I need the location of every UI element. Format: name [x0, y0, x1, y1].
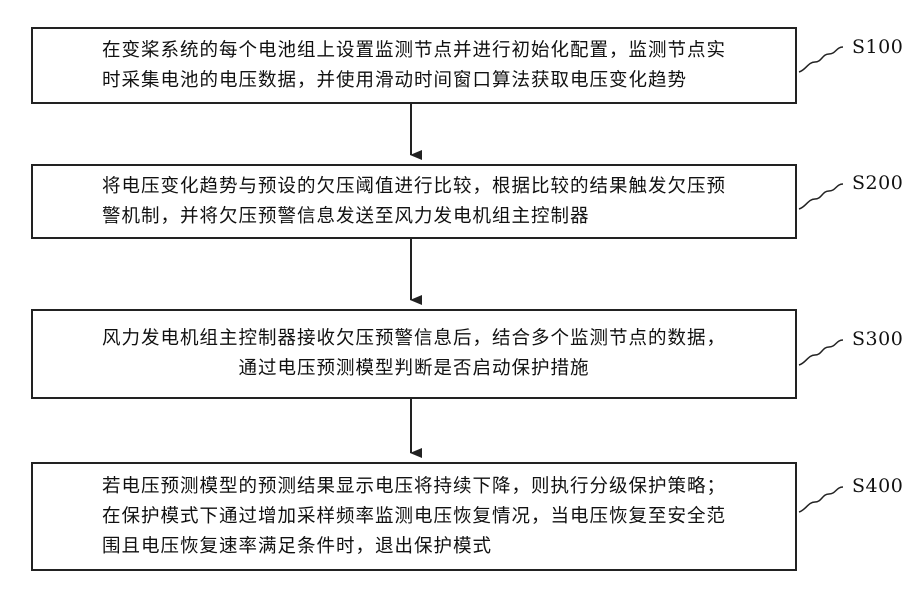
step-box-s100: 在变桨系统的每个电池组上设置监测节点并进行初始化配置，监测节点实 时采集电池的电…	[31, 27, 797, 104]
step-text-s200: 将电压变化趋势与预设的欠压阈值进行比较，根据比较的结果触发欠压预 警机制，并将欠…	[102, 172, 726, 232]
step-line: 围且电压恢复速率满足条件时，退出保护模式	[102, 532, 726, 562]
step-box-s300: 风力发电机组主控制器接收欠压预警信息后，结合多个监测节点的数据， 通过电压预测模…	[31, 309, 797, 399]
step-line: 通过电压预测模型判断是否启动保护措施	[102, 354, 726, 384]
step-line: 若电压预测模型的预测结果显示电压将持续下降，则执行分级保护策略；	[102, 472, 726, 502]
step-line: 在变桨系统的每个电池组上设置监测节点并进行初始化配置，监测节点实	[102, 36, 726, 66]
leader-line-s200	[799, 184, 843, 209]
step-label-s400: S400	[852, 475, 903, 497]
leader-line-s100	[799, 47, 843, 72]
leader-line-s400	[799, 487, 843, 512]
step-line: 将电压变化趋势与预设的欠压阈值进行比较，根据比较的结果触发欠压预	[102, 172, 726, 202]
step-text-s100: 在变桨系统的每个电池组上设置监测节点并进行初始化配置，监测节点实 时采集电池的电…	[102, 36, 726, 96]
step-line: 时采集电池的电压数据，并使用滑动时间窗口算法获取电压变化趋势	[102, 66, 726, 96]
step-box-s200: 将电压变化趋势与预设的欠压阈值进行比较，根据比较的结果触发欠压预 警机制，并将欠…	[31, 164, 797, 239]
step-label-s200: S200	[852, 172, 903, 194]
step-label-s300: S300	[852, 328, 903, 350]
step-label-s100: S100	[852, 36, 903, 58]
step-text-s400: 若电压预测模型的预测结果显示电压将持续下降，则执行分级保护策略； 在保护模式下通…	[102, 472, 726, 562]
step-text-s300: 风力发电机组主控制器接收欠压预警信息后，结合多个监测节点的数据， 通过电压预测模…	[102, 324, 726, 384]
leader-line-s300	[799, 340, 843, 365]
step-box-s400: 若电压预测模型的预测结果显示电压将持续下降，则执行分级保护策略； 在保护模式下通…	[31, 462, 797, 571]
step-line: 警机制，并将欠压预警信息发送至风力发电机组主控制器	[102, 202, 726, 232]
step-line: 风力发电机组主控制器接收欠压预警信息后，结合多个监测节点的数据，	[102, 324, 726, 354]
step-line: 在保护模式下通过增加采样频率监测电压恢复情况，当电压恢复至安全范	[102, 502, 726, 532]
